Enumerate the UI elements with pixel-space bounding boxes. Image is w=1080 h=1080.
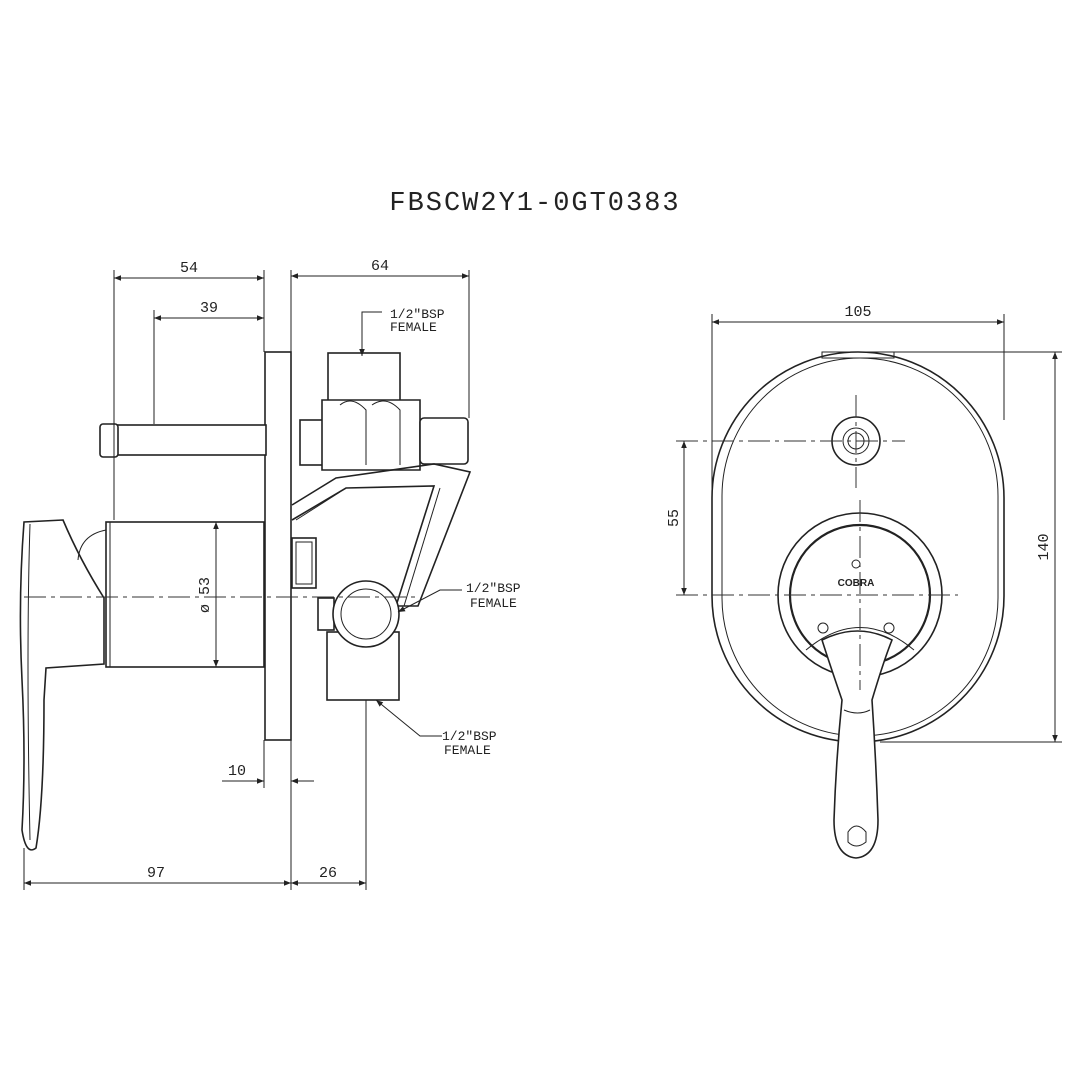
- handle-profile: [19, 519, 105, 851]
- front-view: COBRA 105 140 55: [666, 304, 1062, 859]
- callout-mid-line2: FEMALE: [470, 596, 517, 611]
- dim-39: 39: [200, 300, 218, 317]
- callout-mid-line1: 1/2"BSP: [466, 581, 521, 596]
- brand-logo: COBRA: [838, 578, 875, 589]
- callout-bottom-line2: FEMALE: [444, 743, 491, 758]
- dim-140: 140: [1036, 533, 1053, 560]
- dim-64: 64: [371, 258, 389, 275]
- dim-10: 10: [228, 763, 246, 780]
- dim-97: 97: [147, 865, 165, 882]
- callout-top-line2: FEMALE: [390, 320, 437, 335]
- handle-base: [105, 521, 265, 668]
- valve-body: [291, 352, 472, 701]
- handle-inner-edge: [27, 523, 31, 841]
- dim-54: 54: [180, 260, 198, 277]
- dim-diameter-53: ø 53: [197, 577, 214, 613]
- dim-105: 105: [844, 304, 871, 321]
- dim-26: 26: [319, 865, 337, 882]
- dim-55: 55: [666, 509, 683, 527]
- callout-top-line1: 1/2"BSP: [390, 307, 445, 322]
- diverter-spindle: [115, 424, 267, 456]
- spindle-knob: [99, 423, 119, 458]
- front-lever: [821, 630, 894, 859]
- drawing-title: FBSCW2Y1-0GT0383: [389, 189, 680, 219]
- wall-plate: [264, 351, 292, 741]
- side-view: 54 39 64 ø 53 10 97 26 1/2"BSP FEMALE 1/…: [19, 258, 521, 890]
- callout-bottom-line1: 1/2"BSP: [442, 729, 497, 744]
